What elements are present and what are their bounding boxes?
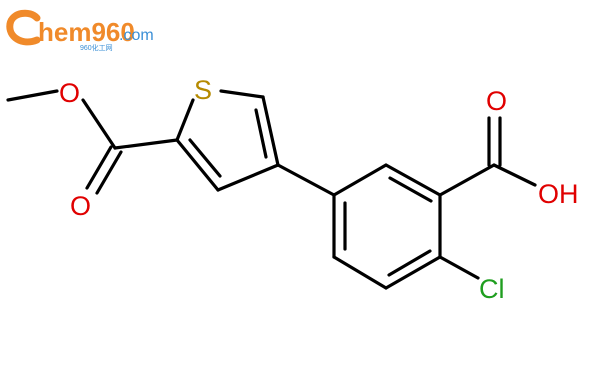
sulfur-atom-label: S [194,75,212,105]
bond-c4-c5-inner [188,138,222,178]
ester-carbonyl-oxygen-label: O [70,191,91,221]
bond-c3-c4 [216,163,280,192]
bond-acid-oh [492,163,537,187]
logo-subtitle-text: 960化工网 [80,43,113,52]
bonds [6,89,537,290]
bond-ring-cl [438,255,480,280]
bond-s-c2 [219,89,265,99]
logo-brand-text: hem960 [38,17,135,47]
bond-b1-b2 [332,163,388,197]
logo-c-icon [6,9,41,46]
ester-oxygen-label: O [59,78,80,108]
bond-c5-s [175,98,195,142]
chem960-logo: hem960 .com 960化工网 [6,9,154,52]
bond-c4-c5 [175,138,220,192]
bond-b2-b3-inner [388,176,433,203]
bond-carbonyl-double-b [95,150,123,195]
bond-biaryl [276,163,336,197]
bond-ring-acid [438,163,496,197]
bond-carbonyl-thiophene [113,138,179,150]
logo-domain-text: .com [119,27,154,44]
bond-methyl-o [6,89,59,102]
hydroxyl-label: OH [538,179,579,209]
bond-b4-b5-inner [387,249,432,277]
bond-carbonyl-double-a [85,145,113,190]
bond-b2-b3 [384,163,442,197]
bond-b5-b6 [332,255,388,290]
bond-c2-c3 [261,95,280,167]
bond-c2-c3-inner [254,108,268,159]
acid-carbonyl-oxygen-label: O [486,86,507,116]
atom-labels: S O O O OH Cl [59,75,579,304]
chlorine-atom-label: Cl [479,274,505,304]
bond-b4-b5 [384,255,442,290]
bond-o-carbonyl [81,98,117,150]
